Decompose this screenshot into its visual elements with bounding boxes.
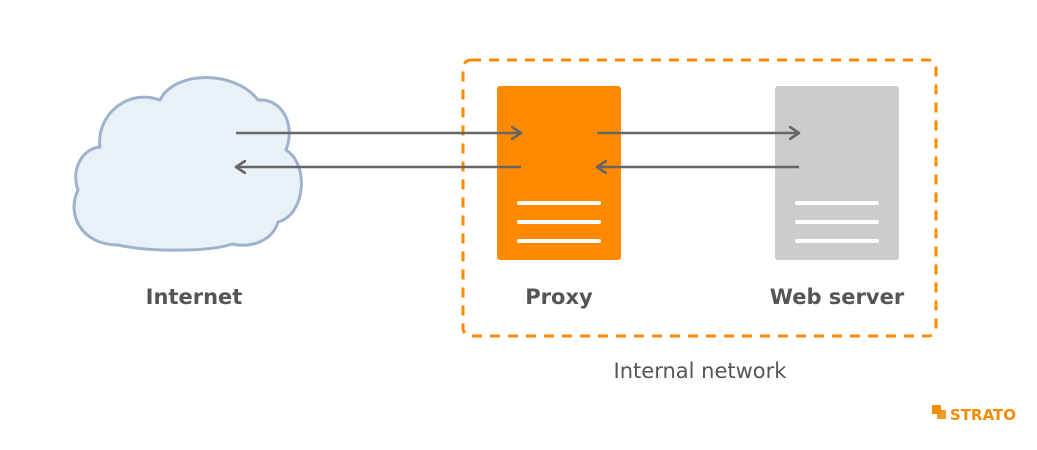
- strato-logo-text: STRATO: [950, 406, 1016, 424]
- internet-label: Internet: [146, 285, 243, 309]
- strato-logo-icon: [932, 405, 946, 419]
- web-server-label: Web server: [770, 285, 905, 309]
- internal-network-label: Internal network: [614, 359, 788, 383]
- proxy-label: Proxy: [525, 285, 593, 309]
- internet-cloud-icon: [72, 76, 303, 252]
- strato-logo: STRATO: [932, 405, 1016, 424]
- internal-network-boundary: [461, 58, 938, 338]
- web-server-icon: [775, 86, 899, 260]
- proxy-server-icon: [497, 86, 621, 260]
